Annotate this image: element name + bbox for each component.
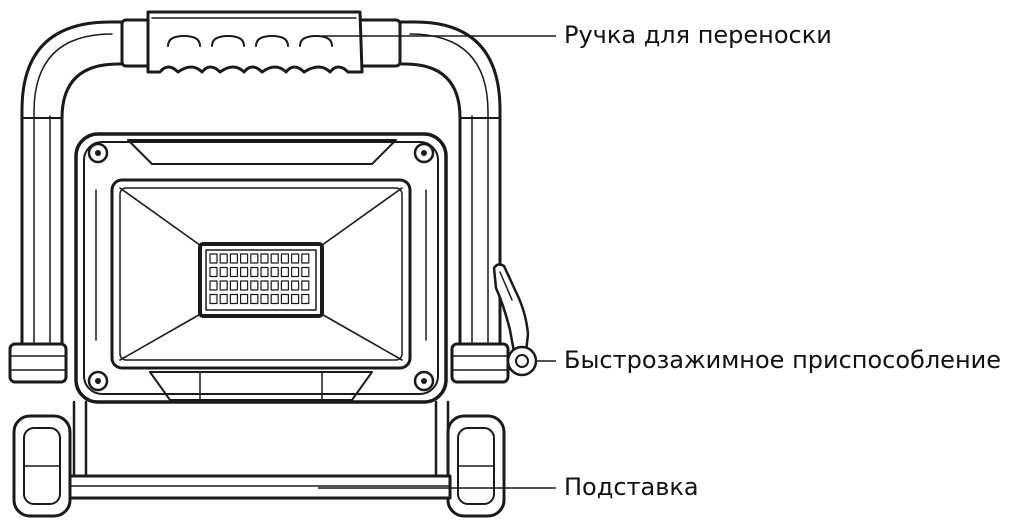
led-chip bbox=[270, 293, 279, 305]
led-chip bbox=[209, 253, 218, 264]
led-chip bbox=[260, 253, 269, 264]
stand bbox=[68, 400, 452, 500]
wheels bbox=[12, 414, 506, 518]
led-chip bbox=[219, 266, 228, 278]
led-chip bbox=[280, 293, 289, 305]
led-chip bbox=[209, 293, 218, 305]
led-chip bbox=[280, 280, 289, 291]
led-chip bbox=[260, 293, 269, 305]
led-chip bbox=[250, 293, 259, 305]
reflector bbox=[110, 178, 412, 370]
quick-release-label: Быстрозажимное приспособление bbox=[564, 346, 1002, 374]
stand-label: Подставка bbox=[564, 473, 699, 501]
led-chip bbox=[291, 253, 300, 264]
led-chip bbox=[260, 266, 269, 278]
handle-grip bbox=[120, 10, 402, 74]
led-chip bbox=[240, 280, 249, 291]
led-chip bbox=[291, 266, 300, 278]
led-chip bbox=[250, 266, 259, 278]
led-chip bbox=[280, 266, 289, 278]
led-chip bbox=[219, 280, 228, 291]
led-chip bbox=[270, 266, 279, 278]
led-chip bbox=[301, 293, 310, 305]
led-chip bbox=[301, 253, 310, 264]
leader-lines bbox=[318, 35, 556, 489]
led-chip bbox=[240, 266, 249, 278]
led-chip bbox=[301, 280, 310, 291]
corner-screws bbox=[87, 142, 435, 392]
led-chip bbox=[280, 253, 289, 264]
side-clamps bbox=[8, 342, 510, 384]
led-chip bbox=[250, 280, 259, 291]
led-chip bbox=[291, 293, 300, 305]
led-chip bbox=[229, 266, 238, 278]
led-chip bbox=[209, 280, 218, 291]
led-chip bbox=[229, 293, 238, 305]
led-chip bbox=[291, 280, 300, 291]
led-chip bbox=[250, 253, 259, 264]
handle-label: Ручка для переноски bbox=[564, 21, 832, 49]
led-chip bbox=[301, 266, 310, 278]
led-chip bbox=[240, 253, 249, 264]
led-chip bbox=[229, 280, 238, 291]
led-module bbox=[198, 242, 324, 318]
led-chip bbox=[209, 266, 218, 278]
led-chip bbox=[219, 253, 228, 264]
led-chip bbox=[270, 253, 279, 264]
led-chip bbox=[240, 293, 249, 305]
led-chip bbox=[219, 293, 228, 305]
led-chip bbox=[229, 253, 238, 264]
led-chip bbox=[260, 280, 269, 291]
led-chip bbox=[270, 280, 279, 291]
